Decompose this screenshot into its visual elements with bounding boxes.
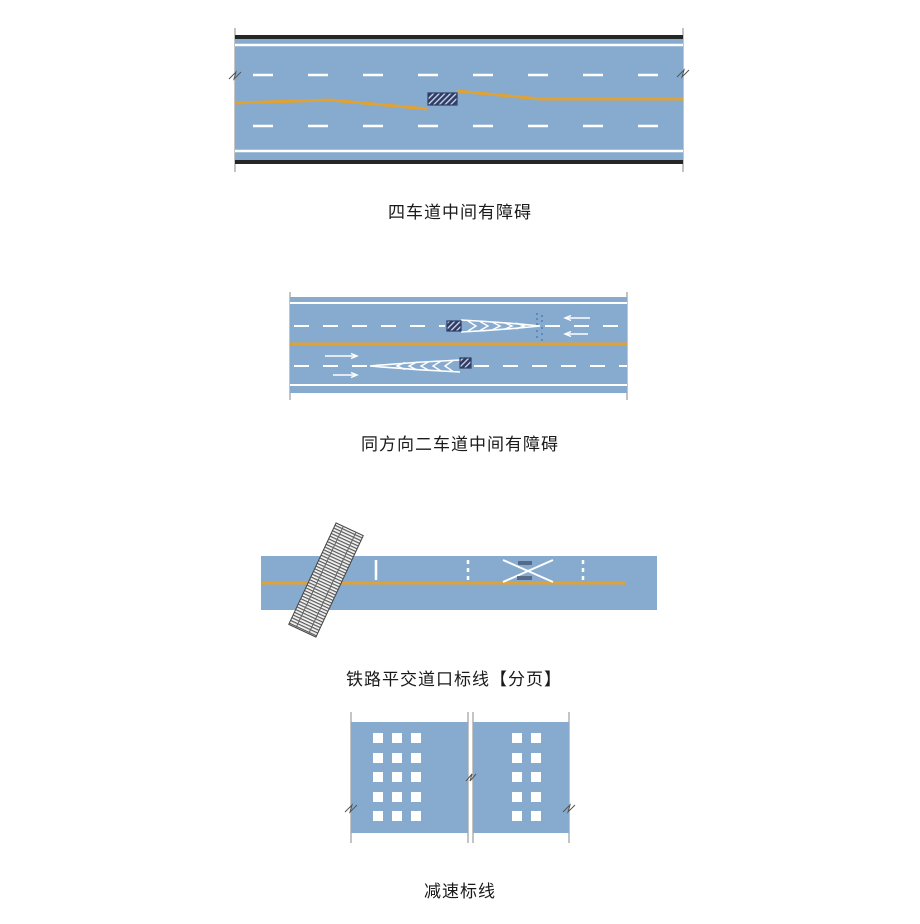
lower-obstacle-guide-chevrons [369, 357, 472, 373]
right-break-symbol [562, 803, 576, 814]
deceleration-square [531, 733, 541, 743]
deceleration-square [512, 753, 522, 763]
deceleration-square [531, 772, 541, 782]
chevron [515, 322, 526, 330]
deceleration-square [512, 792, 522, 802]
deceleration-square [531, 753, 541, 763]
chevron-outline [369, 359, 461, 373]
rail [308, 531, 357, 634]
chevron [407, 361, 418, 371]
deceleration-square [392, 733, 402, 743]
top-road-edge [235, 35, 683, 39]
obstacle-marking [427, 92, 458, 106]
arrow-head [350, 352, 359, 360]
arrow-head [563, 314, 572, 322]
x-mark-label [518, 561, 532, 565]
left-break-symbol [344, 803, 358, 814]
chevron [467, 320, 478, 332]
deceleration-square [392, 772, 402, 782]
chevron [503, 321, 514, 331]
deceleration-square [392, 792, 402, 802]
deceleration-square-grid [373, 733, 541, 821]
rail [295, 526, 344, 629]
figure-caption-four-lane: 四车道中间有障碍 [388, 203, 532, 223]
deceleration-square [373, 772, 383, 782]
lower-obstacle-marking [459, 357, 472, 369]
x-mark-label [517, 576, 532, 580]
figure-caption-deceleration: 减速标线 [424, 882, 496, 902]
railway-ties [288, 522, 364, 638]
deceleration-square [373, 753, 383, 763]
right-break-symbol [676, 68, 690, 79]
bottom-road-edge [235, 160, 683, 164]
upper-obstacle-guide-chevrons [446, 319, 541, 333]
chevron [431, 360, 442, 372]
deceleration-square [411, 792, 421, 802]
chevron [419, 360, 430, 372]
middle-break-symbol [465, 773, 477, 782]
dotted-marker-column [536, 313, 543, 341]
crossing-x-mark [502, 559, 554, 583]
center-line-right-taper [456, 89, 683, 101]
figure-deceleration-markings [344, 712, 576, 843]
chevron [395, 361, 406, 371]
deceleration-square [512, 811, 522, 821]
right-pointing-arrows [325, 352, 359, 379]
deceleration-square [373, 792, 383, 802]
deceleration-square [411, 753, 421, 763]
left-road-panel [351, 722, 468, 833]
chevron [443, 359, 454, 373]
chevron-outline [460, 319, 541, 333]
deceleration-square [411, 772, 421, 782]
deceleration-square [392, 811, 402, 821]
center-line-left-taper [234, 98, 429, 111]
figure-railway-crossing [261, 522, 657, 638]
left-pointing-arrows [563, 314, 590, 338]
figure-caption-railway: 铁路平交道口标线【分页】 [346, 670, 562, 690]
x-stroke [502, 559, 554, 583]
figure-two-lane-same-direction-obstacle [289, 292, 628, 400]
deceleration-square [373, 733, 383, 743]
deceleration-square [531, 792, 541, 802]
figure-caption-two-lane: 同方向二车道中间有障碍 [361, 435, 559, 455]
chevron [479, 320, 490, 332]
railway-track [288, 522, 364, 638]
left-break-symbol [228, 70, 242, 81]
deceleration-square [512, 733, 522, 743]
upper-obstacle-marking [446, 320, 462, 332]
deceleration-square [411, 733, 421, 743]
deceleration-square [373, 811, 383, 821]
figure-four-lane-obstacle [228, 28, 690, 172]
deceleration-square [392, 753, 402, 763]
deceleration-square [531, 811, 541, 821]
arrow-head [350, 371, 359, 379]
deceleration-square [512, 772, 522, 782]
chevron [491, 321, 502, 331]
arrow-head [563, 330, 572, 338]
deceleration-square [411, 811, 421, 821]
